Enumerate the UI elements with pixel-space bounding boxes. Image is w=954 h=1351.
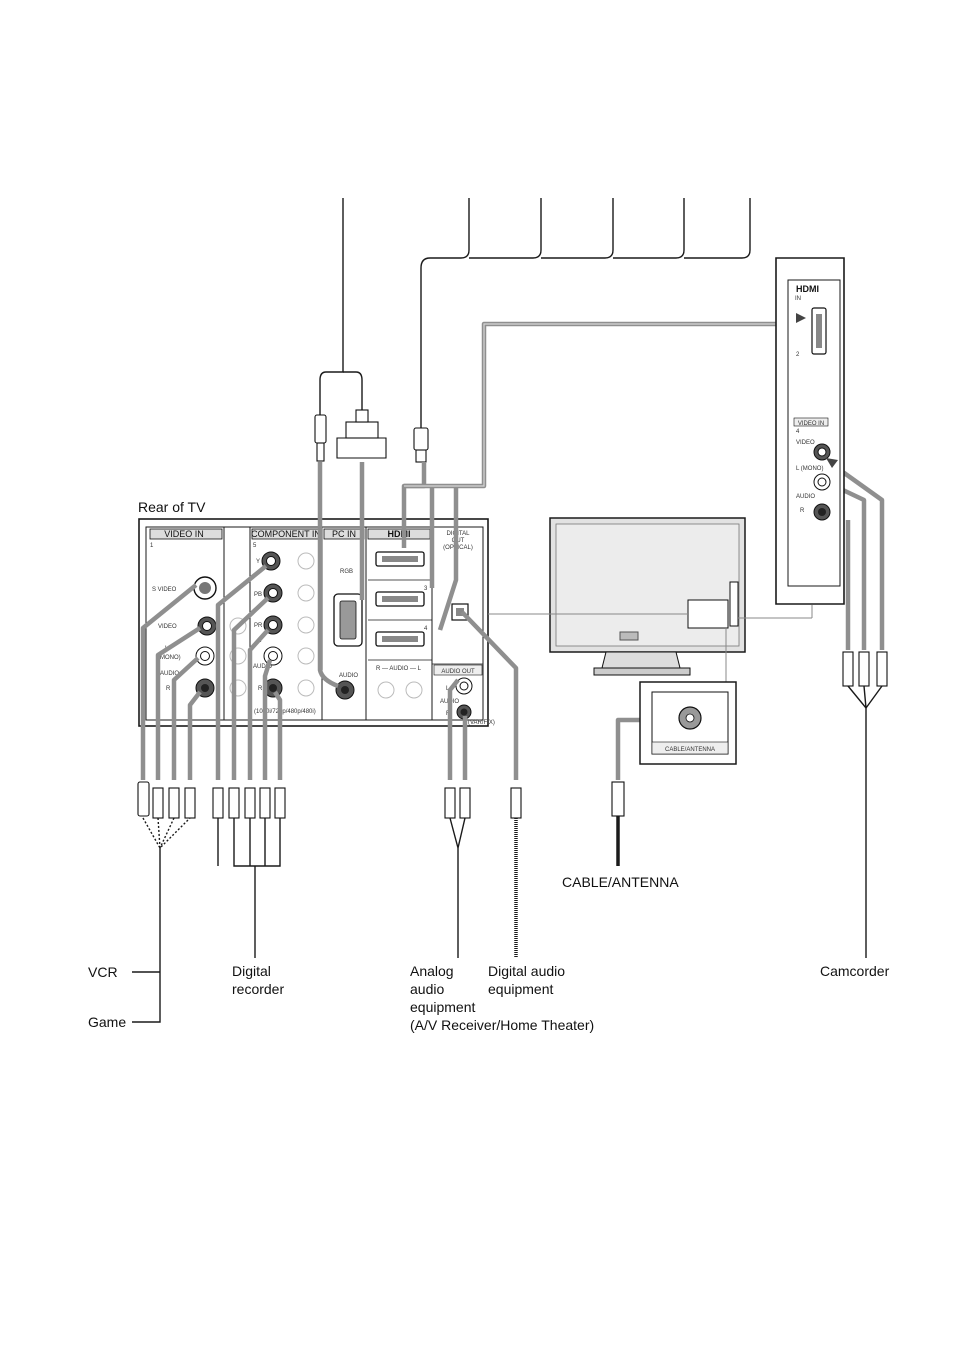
- video-label: VIDEO: [158, 624, 177, 630]
- side-r-label: R: [800, 508, 805, 514]
- component-in-header: COMPONENT IN: [251, 529, 321, 539]
- comp-audio-label: AUDIO: [253, 664, 272, 670]
- digital-out-label-1: DIGITAL: [447, 531, 471, 537]
- video-in-header: VIDEO IN: [164, 529, 204, 539]
- tv-rear-view: [488, 517, 813, 682]
- vcr-label: VCR: [88, 964, 118, 980]
- pc-audio-label: AUDIO: [339, 673, 358, 679]
- top-cables: [319, 198, 751, 430]
- ao-var-label: (VAR/FIX): [468, 720, 495, 726]
- digital-audio-label-2: equipment: [488, 981, 553, 997]
- analog-audio-label-3: equipment: [410, 999, 475, 1015]
- analog-audio-label-4: (A/V Receiver/Home Theater): [410, 1017, 594, 1033]
- tv-terminal-block: [687, 599, 729, 629]
- game-label: Game: [88, 1014, 126, 1030]
- component-number: 5: [253, 543, 257, 549]
- hdmi-number-4: 4: [424, 626, 428, 632]
- side-panel: HDMI IN 2 VIDEO IN 4 VIDEO L (MONO) AUDI…: [775, 257, 845, 605]
- digital-recorder-label-2: recorder: [232, 981, 284, 997]
- antenna-panel: CABLE/ANTENNA: [639, 681, 737, 765]
- side-hdmi-label: HDMI: [796, 284, 819, 294]
- audio-out-label: AUDIO OUT: [441, 669, 475, 675]
- s-video-label: S VIDEO: [152, 587, 177, 593]
- side-video-label: VIDEO: [796, 440, 815, 446]
- y-label: Y: [256, 559, 260, 565]
- rgb-label: RGB: [340, 569, 353, 575]
- side-l-mono-label: L (MONO): [796, 466, 823, 472]
- video-in-number: 1: [150, 543, 154, 549]
- pr-label: PR: [254, 623, 263, 629]
- digital-recorder-label-1: Digital: [232, 963, 271, 979]
- audio-label: AUDIO: [160, 671, 179, 677]
- comp-r-label: R: [258, 686, 263, 692]
- cable-antenna-label: CABLE/ANTENNA: [562, 874, 679, 890]
- pc-plugs: [314, 409, 429, 463]
- analog-audio-label-2: audio: [410, 981, 444, 997]
- bottom-wires: [132, 685, 883, 1023]
- hdmi-number-3: 3: [424, 586, 428, 592]
- mono-label: (MONO): [158, 655, 181, 661]
- pb-label: PB: [254, 592, 262, 598]
- hdmi-audio-label: R — AUDIO — L: [376, 666, 422, 672]
- side-audio-label: AUDIO: [796, 494, 815, 500]
- side-video-in-label: VIDEO IN: [798, 421, 824, 427]
- rear-of-tv-label: Rear of TV: [138, 499, 206, 515]
- side-hdmi-number: 2: [796, 352, 800, 358]
- side-in-label: IN: [795, 296, 801, 302]
- hdmi-header: HDMI: [388, 529, 411, 539]
- antenna-panel-label: CABLE/ANTENNA: [665, 747, 715, 753]
- pc-in-header: PC IN: [332, 529, 356, 539]
- r-label: R: [166, 686, 171, 692]
- comp-resolution-label: (1080i/720p/480p/480i): [254, 709, 316, 715]
- camcorder-label: Camcorder: [820, 963, 890, 979]
- digital-audio-label-1: Digital audio: [488, 963, 565, 979]
- side-video-in-number: 4: [796, 429, 800, 435]
- analog-audio-label-1: Analog: [410, 963, 454, 979]
